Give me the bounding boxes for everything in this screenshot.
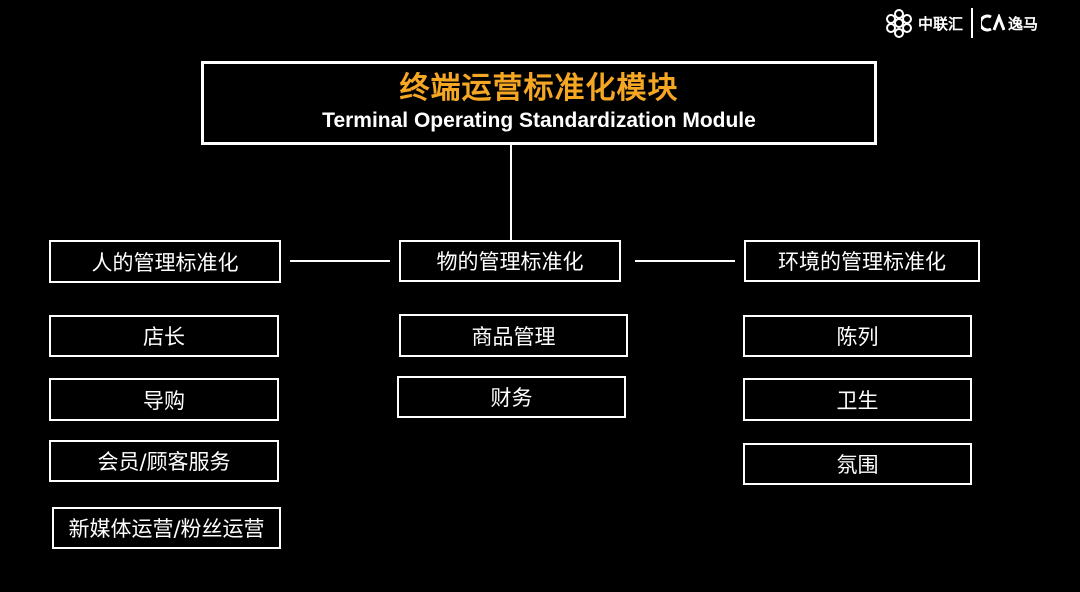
category-environment: 环境的管理标准化 bbox=[744, 240, 980, 282]
logo: 中联汇 逸马 bbox=[884, 6, 1038, 40]
root-title-zh: 终端运营标准化模块 bbox=[399, 71, 679, 106]
item-goods-1: 商品管理 bbox=[399, 314, 628, 357]
connector-left-horizontal bbox=[290, 260, 390, 262]
item-people-1: 店长 bbox=[49, 315, 279, 357]
category-people: 人的管理标准化 bbox=[49, 240, 281, 283]
ca-logo-icon bbox=[981, 14, 1006, 32]
root-module-box: 终端运营标准化模块 Terminal Operating Standardiza… bbox=[201, 61, 877, 145]
item-environment-3: 氛围 bbox=[743, 443, 972, 485]
item-people-4: 新媒体运营/粉丝运营 bbox=[52, 507, 281, 549]
honeycomb-logo-icon bbox=[886, 9, 912, 38]
root-title-en: Terminal Operating Standardization Modul… bbox=[322, 109, 756, 132]
brand-name-secondary: 逸马 bbox=[1008, 14, 1039, 33]
category-goods: 物的管理标准化 bbox=[399, 240, 621, 282]
brand-name-primary: 中联汇 bbox=[918, 14, 964, 33]
connector-right-horizontal bbox=[635, 260, 735, 262]
item-environment-2: 卫生 bbox=[743, 378, 972, 421]
item-people-3: 会员/顾客服务 bbox=[49, 440, 279, 482]
item-environment-1: 陈列 bbox=[743, 315, 972, 357]
item-people-2: 导购 bbox=[49, 378, 279, 421]
logo-divider bbox=[971, 8, 974, 38]
item-goods-2: 财务 bbox=[397, 376, 626, 418]
connector-root-vertical bbox=[510, 145, 512, 240]
